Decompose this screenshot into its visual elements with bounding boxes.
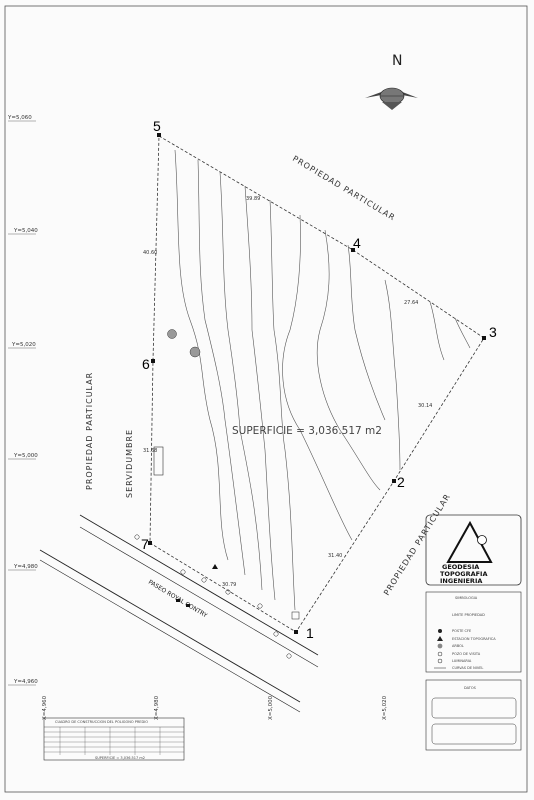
- datos-title: DATOS: [464, 686, 477, 690]
- grid-x-4980: X=4,980: [154, 695, 160, 720]
- construction-table: CUADRO DE CONSTRUCCION DEL POLIGONO PRED…: [43, 717, 185, 761]
- legend-item-luminaria: LUMINARIA: [452, 659, 472, 663]
- logo-line2: TOPOGRAFIA: [440, 570, 488, 578]
- side-distances: 39.89 40.60 27.64 30.14 31.40 30.79 31.6…: [143, 196, 432, 588]
- grid-y-4980: Y=4,980: [13, 564, 38, 570]
- tree-icon: [167, 329, 177, 339]
- vertex-5-label: 5: [153, 118, 161, 134]
- grid-y-labels: Y=5,060 Y=5,040 Y=5,020 Y=5,000 Y=4,980 …: [7, 115, 38, 686]
- vertex-2-label: 2: [397, 474, 405, 490]
- legend-item-arbol: ARBOL: [452, 644, 464, 648]
- grid-x-4960: X=4,960: [42, 695, 48, 720]
- vertex-marker-6: [151, 359, 155, 363]
- distance-4-3: 27.64: [404, 300, 418, 306]
- vertex-4-label: 4: [353, 235, 361, 251]
- superficie-label: SUPERFICIE = 3,036.517 m2: [232, 425, 382, 437]
- north-label: N: [392, 53, 402, 69]
- north-arrow: N: [365, 53, 418, 110]
- grid-y-4960: Y=4,960: [13, 679, 38, 685]
- vertices: 5 4 3 2 1 6 7: [141, 118, 497, 641]
- propiedad-particular-top: PROPIEDAD PARTICULAR: [291, 154, 397, 223]
- structure-outline: [153, 446, 164, 476]
- vertex-marker-1: [294, 630, 298, 634]
- legend-title: SIMBOLOGIA: [455, 596, 478, 600]
- legend: SIMBOLOGIA LIMITE PROPIEDAD POSTE CFE ES…: [425, 591, 522, 673]
- vertex-marker-2: [392, 479, 396, 483]
- grid-y-5060: Y=5,060: [7, 115, 32, 121]
- vertex-6-label: 6: [142, 356, 150, 372]
- table-title: CUADRO DE CONSTRUCCION DEL POLIGONO PRED…: [55, 720, 148, 724]
- vertex-marker-5: [157, 133, 161, 137]
- grid-x-5000: X=5,000: [268, 695, 274, 720]
- contour-lines: [174, 149, 471, 611]
- grid-y-5020: Y=5,020: [11, 342, 36, 348]
- datos-box: DATOS: [425, 679, 522, 751]
- legend-item-poste: POSTE CFE: [452, 629, 471, 633]
- vertex-1-label: 1: [306, 625, 314, 641]
- legend-item-limite: LIMITE PROPIEDAD: [452, 613, 485, 617]
- road: PASEO ROYAL CONTRY: [39, 514, 319, 713]
- legend-item-pozo: POZO DE VISITA: [452, 652, 481, 656]
- property-polygon: [149, 135, 485, 633]
- grid-x-labels: X=4,960 X=4,980 X=5,000 X=5,020: [42, 695, 388, 720]
- distance-5-4: 39.89: [246, 196, 260, 202]
- tree-icon: [189, 346, 201, 358]
- grid-x-5020: X=5,020: [382, 695, 388, 720]
- grid-y-5040: Y=5,040: [13, 228, 38, 234]
- sheet-frame: [4, 5, 528, 793]
- vertex-7-label: 7: [141, 536, 149, 552]
- vertex-3-label: 3: [489, 324, 497, 340]
- legend-item-estacion: ESTACION TOPOGRAFICA: [452, 637, 496, 641]
- vertex-marker-3: [482, 336, 486, 340]
- logo-line1: GEODESIA: [442, 563, 479, 571]
- distance-5-6: 40.60: [143, 250, 157, 256]
- company-logo: GEODESIA TOPOGRAFIA INGENIERIA: [425, 514, 522, 586]
- distance-3-2: 30.14: [418, 403, 432, 409]
- vertex-marker-4: [351, 248, 355, 252]
- grid-y-5000: Y=5,000: [13, 453, 38, 459]
- distance-1-7: 30.79: [222, 582, 236, 588]
- trees: [167, 329, 201, 358]
- logo-line3: INGENIERIA: [440, 577, 482, 585]
- road-features: [134, 534, 300, 659]
- distance-6-7: 31.68: [143, 448, 157, 454]
- distance-2-1: 31.40: [328, 553, 342, 559]
- vertex-marker-7: [148, 541, 152, 545]
- propiedad-particular-left: PROPIEDAD PARTICULAR: [85, 372, 94, 490]
- table-footer: SUPERFICIE = 3,036.517 m2: [95, 756, 145, 760]
- legend-item-curvas: CURVAS DE NIVEL: [452, 666, 483, 670]
- servidumbre-label: SERVIDUMBRE: [125, 429, 134, 498]
